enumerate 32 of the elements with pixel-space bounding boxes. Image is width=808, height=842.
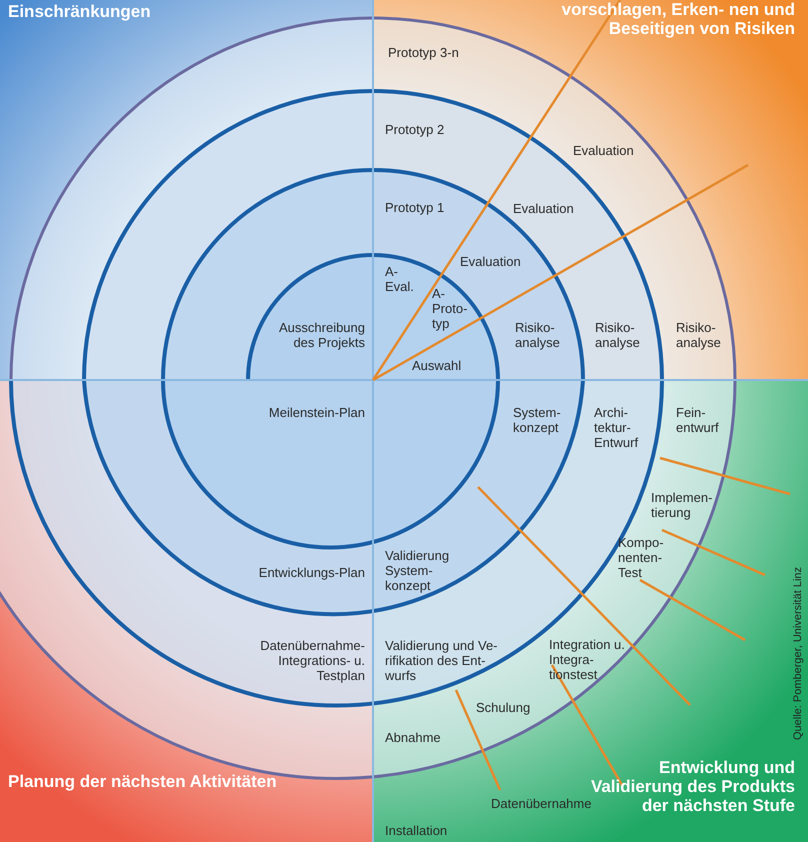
phase-label: Archi- tektur- Entwurf: [594, 405, 640, 450]
phase-label: Risiko- analyse: [595, 320, 641, 350]
phase-label: A- Proto- typ: [432, 286, 468, 331]
phase-label: Evaluation: [573, 143, 635, 158]
quadrant-heading: Entwicklung und Validierung des Produkts der nächsten Stufe: [590, 758, 795, 815]
phase-label: Meilenstein-Plan: [268, 405, 365, 420]
quadrant-heading: vorschlagen, Erken- nen und Beseitigen von Risiken: [560, 0, 795, 38]
phase-label: Datenübernahme: [491, 796, 592, 811]
phase-label: Entwicklungs-Plan: [258, 565, 365, 580]
phase-label: A- Eval.: [385, 264, 415, 294]
quadrant-heading: Einschränkungen: [8, 2, 152, 21]
phase-label: Kompo- nenten- Test: [618, 535, 665, 580]
phase-label: System- konzept: [513, 405, 562, 435]
phase-label: Risiko- analyse: [676, 320, 722, 350]
phase-label: Prototyp 3-n: [388, 45, 460, 60]
phase-label: Schulung: [476, 700, 532, 715]
quadrant-heading: Planung der nächsten Aktivitäten: [8, 772, 278, 791]
phase-label: Prototyp 1: [385, 200, 446, 215]
phase-label: Auswahl: [412, 358, 462, 373]
phase-label: Implemen- tierung: [651, 490, 713, 520]
phase-label: Datenübernahme- Integrations- u. Testplan: [259, 638, 365, 683]
phase-label: Risiko- analyse: [515, 320, 561, 350]
source-note: Quelle: Pomberger, Universität Linz: [792, 566, 805, 740]
phase-label: Abnahme: [385, 730, 442, 745]
phase-label: Installation: [385, 823, 448, 838]
phase-label: Fein- entwurf: [676, 405, 720, 435]
phase-label: Validierung System- konzept: [385, 548, 450, 593]
phase-label: Ausschreibung des Projekts: [278, 320, 365, 350]
phase-label: Evaluation: [460, 254, 522, 269]
phase-label: Prototyp 2: [385, 122, 446, 137]
phase-label: Evaluation: [513, 201, 575, 216]
phase-label: Validierung und Ve- rifikation des Ent- wurfs: [385, 638, 499, 683]
